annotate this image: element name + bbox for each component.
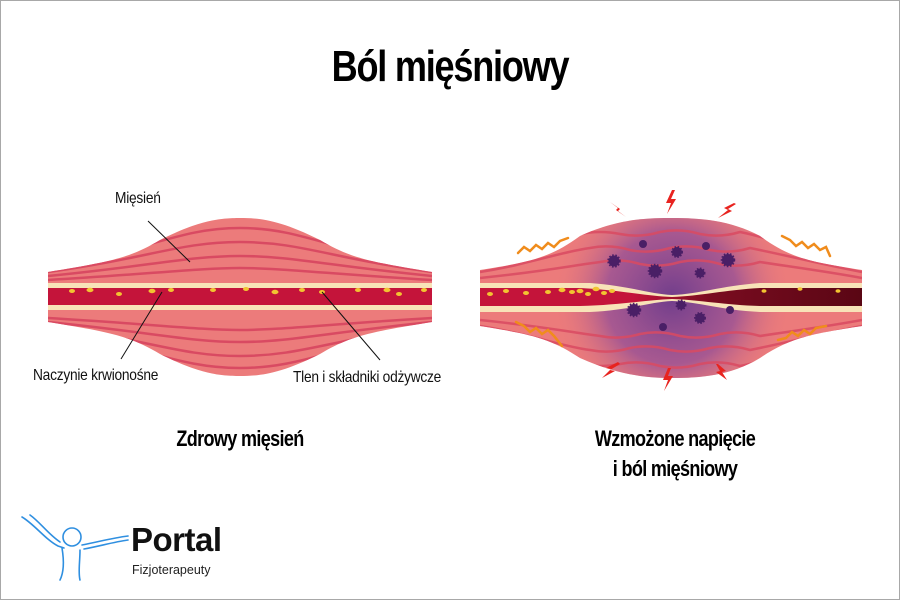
page-title: Ból mięśniowy — [331, 42, 570, 91]
logo-name: Portal — [131, 521, 222, 558]
logo-subtitle: Fizjoterapeuty — [132, 563, 211, 577]
tense-caption-line2: i ból mięśniowy — [612, 456, 738, 481]
muscle-label: Mięsień — [115, 190, 161, 207]
inflammation-markers — [607, 240, 736, 331]
vessel-label: Naczynie krwionośne — [33, 367, 159, 384]
pain-lightning-icons — [602, 190, 736, 391]
tense-muscle — [480, 190, 862, 391]
vessel-callout-line — [120, 291, 163, 360]
tension-wave-icons — [514, 234, 832, 348]
muscle-callout-line — [147, 220, 191, 263]
logo-figure-icon — [21, 514, 129, 581]
healthy-muscle — [48, 218, 432, 376]
nutrients-label: Tlen i składniki odżywcze — [293, 369, 442, 386]
tense-caption-line1: Wzmożone napięcie — [594, 426, 756, 451]
healthy-caption: Zdrowy mięsień — [176, 426, 304, 451]
tense-caption: Wzmożone napięcie i ból mięśniowy — [540, 424, 811, 484]
nutrients-callout-line — [321, 291, 381, 361]
